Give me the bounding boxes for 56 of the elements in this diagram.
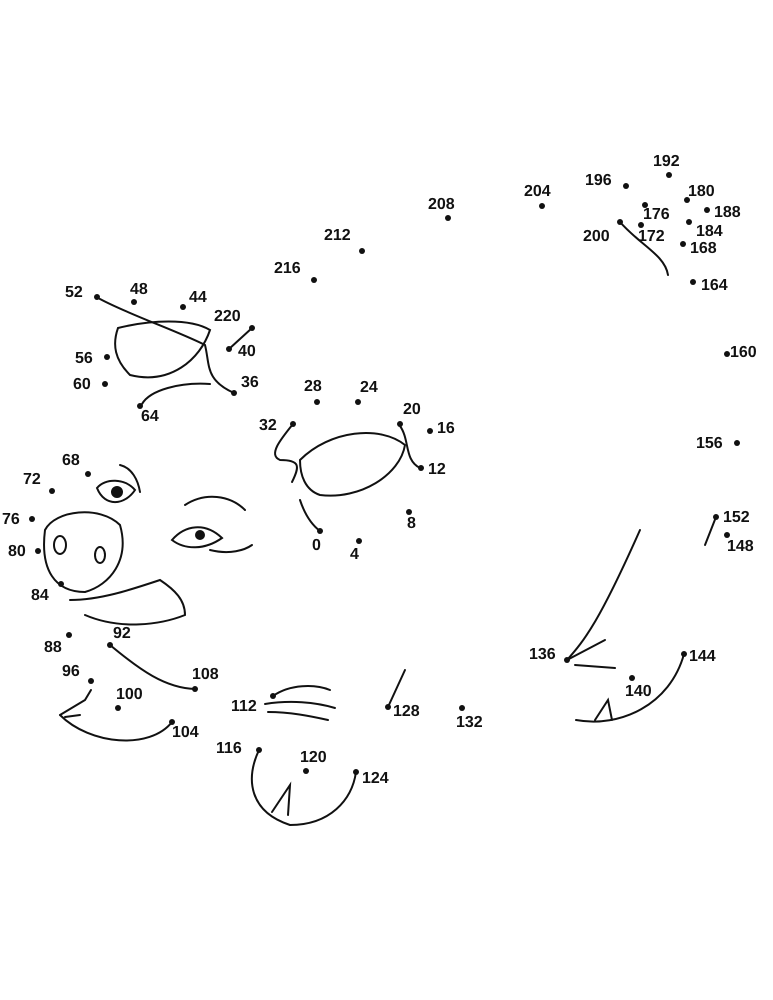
dot-number: 76 xyxy=(2,512,20,528)
dot-number: 148 xyxy=(727,539,754,555)
dot-number: 80 xyxy=(8,544,26,560)
dot-number: 44 xyxy=(189,290,207,306)
dot-number: 24 xyxy=(360,380,378,396)
dot-number: 164 xyxy=(701,278,728,294)
dot-number: 64 xyxy=(141,409,159,425)
dot-number: 60 xyxy=(73,377,91,393)
dot-number: 184 xyxy=(696,224,723,240)
dot-number: 124 xyxy=(362,771,389,787)
dot-number: 120 xyxy=(300,750,327,766)
dot-number: 92 xyxy=(113,626,131,642)
dot-number: 152 xyxy=(723,510,750,526)
dot-number: 16 xyxy=(437,421,455,437)
dot-number: 112 xyxy=(231,699,257,715)
dot-number: 36 xyxy=(241,375,259,391)
dot-number: 108 xyxy=(192,667,219,683)
dot-number: 72 xyxy=(23,472,41,488)
dot-number: 132 xyxy=(456,715,483,731)
dot-number: 52 xyxy=(65,285,83,301)
dot-number: 40 xyxy=(238,344,256,360)
dot-number: 220 xyxy=(214,309,241,325)
dot-number: 128 xyxy=(393,704,420,720)
dot-number: 28 xyxy=(304,379,322,395)
dot-number: 204 xyxy=(524,184,551,200)
dot-number: 48 xyxy=(130,282,148,298)
dot-number: 172 xyxy=(638,229,665,245)
dot-number: 216 xyxy=(274,261,301,277)
dot-number: 160 xyxy=(730,345,757,361)
dot-number: 180 xyxy=(688,184,715,200)
dot-number: 68 xyxy=(62,453,80,469)
dot-number: 144 xyxy=(689,649,716,665)
dot-number: 56 xyxy=(75,351,93,367)
dot-number: 20 xyxy=(403,402,421,418)
dot-number: 32 xyxy=(259,418,277,434)
dot-number: 156 xyxy=(696,436,723,452)
dot-number: 208 xyxy=(428,197,455,213)
dot-number: 192 xyxy=(653,154,680,170)
dot-number: 8 xyxy=(407,516,416,532)
dot-number: 140 xyxy=(625,684,652,700)
dot-number: 0 xyxy=(312,538,321,554)
dot-number: 4 xyxy=(350,547,359,563)
dot-number: 176 xyxy=(643,207,670,223)
dot-number: 200 xyxy=(583,229,610,245)
dot-number: 188 xyxy=(714,205,741,221)
dot-number: 136 xyxy=(529,647,556,663)
dot-number: 12 xyxy=(428,462,446,478)
dot-number: 168 xyxy=(690,241,717,257)
dot-number: 100 xyxy=(116,687,143,703)
dot-number: 212 xyxy=(324,228,351,244)
dot-number: 96 xyxy=(62,664,80,680)
dot-number: 104 xyxy=(172,725,199,741)
dot-number: 116 xyxy=(216,741,242,757)
dot-number: 84 xyxy=(31,588,49,604)
dot-number: 88 xyxy=(44,640,62,656)
dot-number: 196 xyxy=(585,173,612,189)
